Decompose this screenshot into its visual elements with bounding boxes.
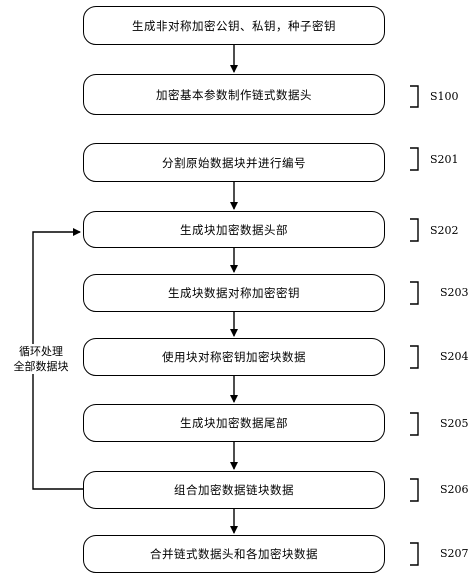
step-label-S206: S206 bbox=[440, 483, 469, 496]
step-box-S205: 生成块加密数据尾部 bbox=[83, 404, 385, 442]
step-box-S100: 加密基本参数制作链式数据头 bbox=[83, 74, 385, 115]
loop-label-line-2: 全部数据块 bbox=[13, 360, 69, 373]
step-label-S204: S204 bbox=[440, 350, 469, 363]
step-label-S202: S202 bbox=[430, 224, 459, 237]
step-label-S207: S207 bbox=[440, 547, 469, 560]
bracket-S203 bbox=[410, 281, 419, 305]
step-label-S205: S205 bbox=[440, 417, 469, 430]
step-box-S202: 生成块加密数据头部 bbox=[83, 211, 385, 248]
step-box-S204: 使用块对称密钥加密块数据 bbox=[83, 338, 385, 376]
bracket-S206 bbox=[410, 478, 419, 502]
step-label-S100: S100 bbox=[430, 90, 459, 103]
step-box-S206: 组合加密数据链块数据 bbox=[83, 471, 385, 509]
bracket-S205 bbox=[410, 412, 419, 436]
loop-label: 循环处理 全部数据块 bbox=[6, 344, 76, 374]
loop-label-line-1: 循环处理 bbox=[19, 345, 63, 358]
bracket-S204 bbox=[410, 345, 419, 369]
step-box-S203: 生成块数据对称加密密钥 bbox=[83, 274, 385, 312]
step-box-S201: 分割原始数据块并进行编号 bbox=[83, 143, 385, 182]
bracket-S207 bbox=[410, 542, 419, 566]
step-label-S201: S201 bbox=[430, 153, 459, 166]
bracket-S202 bbox=[410, 218, 419, 242]
step-label-S203: S203 bbox=[440, 286, 469, 299]
step-box-S207: 合并链式数据头和各加密块数据 bbox=[83, 535, 385, 573]
bracket-S100 bbox=[410, 85, 419, 108]
step-box-keygen: 生成非对称加密公钥、私钥，种子密钥 bbox=[83, 6, 385, 45]
bracket-S201 bbox=[410, 147, 419, 171]
